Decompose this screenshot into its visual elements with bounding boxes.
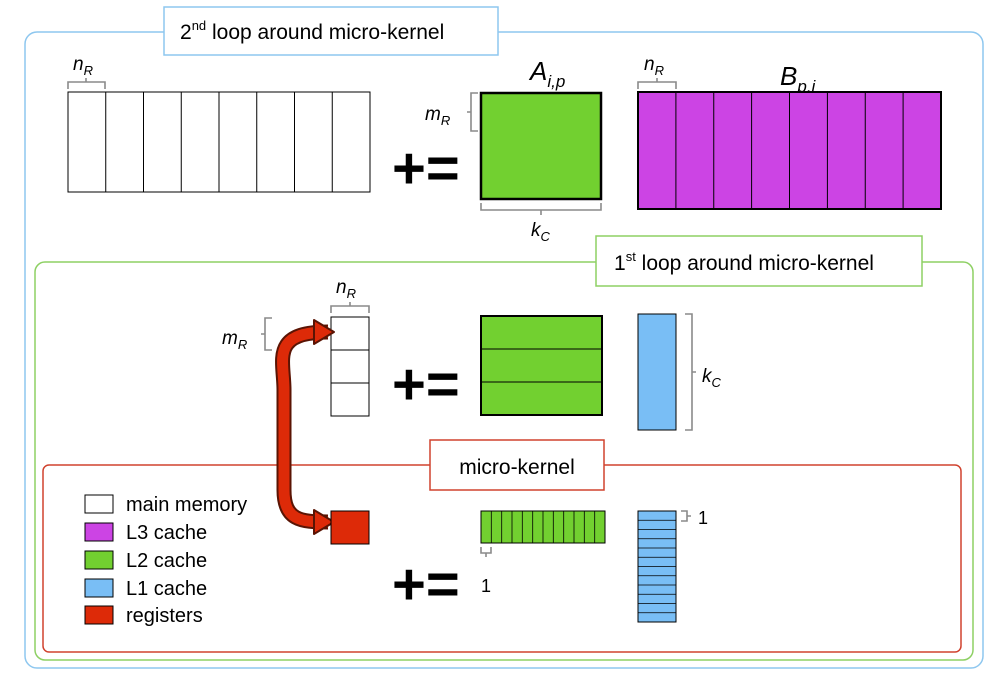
- curved-double-arrow-icon: [275, 319, 335, 535]
- legend-swatch: [84, 578, 114, 598]
- kc-label-top: kC: [531, 220, 551, 244]
- mr-label-top: mR: [425, 104, 450, 128]
- c-panel-top: [67, 91, 371, 193]
- a-label: Ai,p: [528, 56, 565, 91]
- one-label-b: 1: [698, 508, 708, 528]
- loop1-ordinal: 1: [614, 252, 626, 275]
- micro-kernel-title-text: micro-kernel: [459, 456, 575, 479]
- legend-label: L1 cache: [126, 578, 207, 600]
- legend-item-main-memory: main memory: [84, 494, 247, 516]
- svg-text:1st loop around micro-kernel: 1st loop around micro-kernel: [614, 249, 874, 275]
- nr-brace-top-left: [67, 78, 106, 89]
- legend-label: L2 cache: [126, 550, 207, 572]
- legend-item-l2: L2 cache: [84, 550, 207, 572]
- legend-item-registers: registers: [84, 605, 203, 627]
- b-panel: [637, 91, 942, 210]
- legend-item-l1: L1 cache: [84, 578, 207, 600]
- loop2-ordinal: 2: [180, 21, 192, 44]
- plus-equals-bottom: +=: [392, 552, 460, 617]
- nr-brace-b: [637, 78, 677, 89]
- a-block-mid: [480, 315, 603, 416]
- a-micro-panel: [480, 510, 606, 544]
- loop2-sup: nd: [192, 18, 206, 33]
- one-label-a: 1: [481, 576, 491, 596]
- loop1-frame: [34, 261, 974, 661]
- svg-text:2nd loop around micro-kernel: 2nd loop around micro-kernel: [180, 18, 444, 44]
- b-sliver-mid: [637, 313, 677, 431]
- nr-label-b: nR: [644, 54, 664, 78]
- mr-brace-mid: [261, 317, 272, 351]
- loop1-title: 1st loop around micro-kernel: [595, 235, 923, 287]
- a-block: [479, 91, 603, 201]
- mr-brace-top: [467, 92, 478, 132]
- legend-swatch: [84, 605, 114, 625]
- loop2-frame: [24, 31, 984, 669]
- one-brace-b: [681, 510, 691, 522]
- legend-label: registers: [126, 605, 203, 627]
- register-block: [330, 510, 370, 545]
- legend-label: L3 cache: [126, 522, 207, 544]
- legend-swatch: [84, 494, 114, 514]
- mr-label-mid: mR: [222, 328, 247, 352]
- legend-item-l3: L3 cache: [84, 522, 207, 544]
- kc-brace-mid: [685, 313, 696, 431]
- b-micro-panel: [637, 510, 677, 623]
- legend-swatch: [84, 550, 114, 570]
- loop1-sup: st: [626, 249, 637, 264]
- nr-brace-mid: [330, 302, 370, 313]
- plus-equals-mid: +=: [392, 352, 460, 417]
- plus-equals-top: +=: [392, 136, 460, 201]
- loop1-title-text: loop around micro-kernel: [642, 252, 874, 275]
- legend: main memory L3 cache L2 cache L1 cache r…: [84, 494, 247, 627]
- loop2-title-text: loop around micro-kernel: [212, 21, 444, 44]
- legend-swatch: [84, 522, 114, 542]
- nr-label-top-left: nR: [73, 54, 93, 78]
- b-label: Bp,j: [780, 61, 817, 96]
- kc-label-mid: kC: [702, 366, 722, 390]
- legend-label: main memory: [126, 494, 247, 516]
- micro-kernel-title: micro-kernel: [429, 439, 605, 491]
- loop2-title: 2nd loop around micro-kernel: [163, 6, 499, 56]
- kc-brace-top: [480, 203, 602, 215]
- nr-label-mid: nR: [336, 277, 356, 301]
- c-column-mid: [330, 316, 370, 417]
- one-brace-a: [480, 547, 492, 557]
